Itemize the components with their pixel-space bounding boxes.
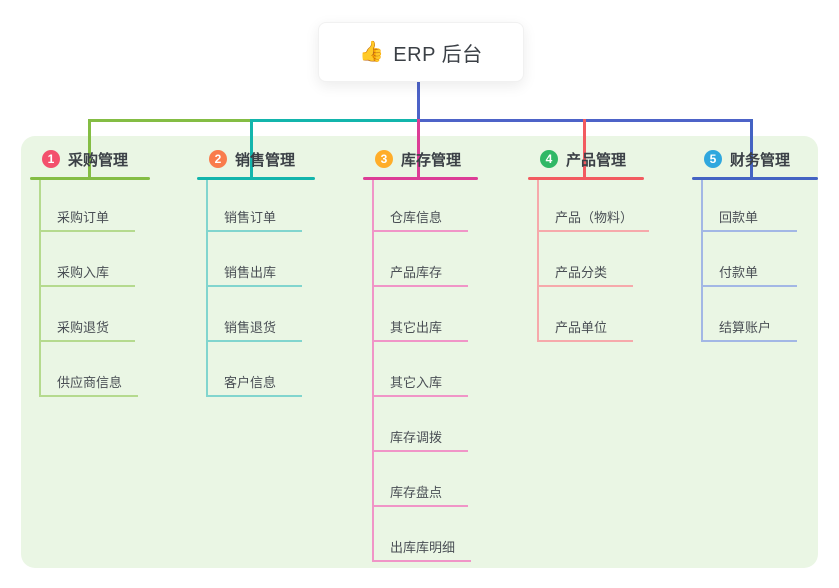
branch-label: 财务管理 xyxy=(730,151,791,169)
child-node[interactable]: 出库库明细 xyxy=(372,532,472,562)
connector-segment-purchase xyxy=(88,119,251,122)
branch-label: 采购管理 xyxy=(68,151,129,169)
connector-segment-sales xyxy=(251,119,418,122)
child-node[interactable]: 采购订单 xyxy=(39,202,135,232)
branch-column: 5 财务管理 回款单付款单结算账户 xyxy=(692,119,818,342)
child-node[interactable]: 采购入库 xyxy=(39,257,135,287)
child-node[interactable]: 产品库存 xyxy=(372,257,468,287)
branches-panel xyxy=(21,136,818,568)
branch-number-badge: 5 xyxy=(704,150,722,168)
branch-connector-line xyxy=(750,119,753,180)
branch-label: 销售管理 xyxy=(235,151,296,169)
child-label: 销售出库 xyxy=(224,265,277,280)
branch-node[interactable]: 3 库存管理 xyxy=(363,148,478,170)
branch-column: 4 产品管理 产品（物料） 产品分类产品单位 xyxy=(528,119,650,342)
child-node[interactable]: 采购退货 xyxy=(39,312,135,342)
child-node[interactable]: 回款单 xyxy=(701,202,797,232)
child-label: 产品分类 xyxy=(555,265,608,280)
branch-number-badge: 2 xyxy=(209,150,227,168)
branch-rail-line xyxy=(372,180,374,562)
branch-underline xyxy=(692,177,818,180)
child-label: 供应商信息 xyxy=(57,375,123,390)
root-title: ERP 后台 xyxy=(393,43,483,66)
child-node[interactable]: 产品（物料） xyxy=(537,202,650,232)
child-label: 其它出库 xyxy=(390,320,443,335)
child-label: 销售订单 xyxy=(224,210,277,225)
branch-underline xyxy=(363,177,478,180)
branch-rail-line xyxy=(206,180,208,397)
child-label: 采购入库 xyxy=(57,265,110,280)
branch-rail-line xyxy=(537,180,539,342)
child-label: 客户信息 xyxy=(224,375,277,390)
child-node[interactable]: 销售出库 xyxy=(206,257,302,287)
branch-underline xyxy=(528,177,644,180)
branch-connector-line xyxy=(250,119,253,180)
child-node[interactable]: 产品分类 xyxy=(537,257,633,287)
child-node[interactable]: 客户信息 xyxy=(206,367,302,397)
child-node[interactable]: 库存调拨 xyxy=(372,422,468,452)
child-node[interactable]: 库存盘点 xyxy=(372,477,468,507)
child-label: 出库库明细 xyxy=(390,540,456,555)
branch-underline xyxy=(30,177,150,180)
child-label: 产品（物料） xyxy=(555,210,634,225)
child-node[interactable]: 仓库信息 xyxy=(372,202,468,232)
child-label: 库存调拨 xyxy=(390,430,443,445)
branch-number-badge: 3 xyxy=(375,150,393,168)
branch-column: 2 销售管理 销售订单销售出库销售退货客户信息 xyxy=(197,119,315,397)
child-label: 结算账户 xyxy=(719,320,772,335)
branch-column: 3 库存管理 仓库信息产品库存其它出库其它入库库存调拨库存盘点出库库明细 xyxy=(363,119,478,562)
thumbs-up-icon: 👍 xyxy=(359,41,385,63)
branch-rail-line xyxy=(701,180,703,342)
branch-connector-line xyxy=(417,119,420,180)
child-node[interactable]: 供应商信息 xyxy=(39,367,139,397)
child-label: 付款单 xyxy=(719,265,759,280)
child-label: 产品库存 xyxy=(390,265,443,280)
child-label: 仓库信息 xyxy=(390,210,443,225)
branch-label: 库存管理 xyxy=(401,151,462,169)
branch-label: 产品管理 xyxy=(566,151,627,169)
branch-node[interactable]: 1 采购管理 xyxy=(30,148,150,170)
root-connector-line xyxy=(417,80,420,121)
branch-node[interactable]: 2 销售管理 xyxy=(197,148,315,170)
child-label: 库存盘点 xyxy=(390,485,443,500)
child-node[interactable]: 其它出库 xyxy=(372,312,468,342)
branch-rail-line xyxy=(39,180,41,397)
child-node[interactable]: 产品单位 xyxy=(537,312,633,342)
branch-connector-line xyxy=(88,119,91,180)
branch-number-badge: 4 xyxy=(540,150,558,168)
child-node[interactable]: 结算账户 xyxy=(701,312,797,342)
child-node[interactable]: 其它入库 xyxy=(372,367,468,397)
branch-node[interactable]: 5 财务管理 xyxy=(692,148,818,170)
branch-column: 1 采购管理 采购订单采购入库采购退货供应商信息 xyxy=(30,119,150,397)
root-node[interactable]: 👍 ERP 后台 xyxy=(318,22,524,82)
branch-node[interactable]: 4 产品管理 xyxy=(528,148,644,170)
branch-underline xyxy=(197,177,315,180)
branch-connector-line xyxy=(583,119,586,180)
branch-number-badge: 1 xyxy=(42,150,60,168)
child-node[interactable]: 销售订单 xyxy=(206,202,302,232)
child-node[interactable]: 销售退货 xyxy=(206,312,302,342)
child-label: 采购订单 xyxy=(57,210,110,225)
child-node[interactable]: 付款单 xyxy=(701,257,797,287)
child-label: 产品单位 xyxy=(555,320,608,335)
child-label: 回款单 xyxy=(719,210,759,225)
child-label: 其它入库 xyxy=(390,375,443,390)
child-label: 采购退货 xyxy=(57,320,110,335)
child-label: 销售退货 xyxy=(224,320,277,335)
